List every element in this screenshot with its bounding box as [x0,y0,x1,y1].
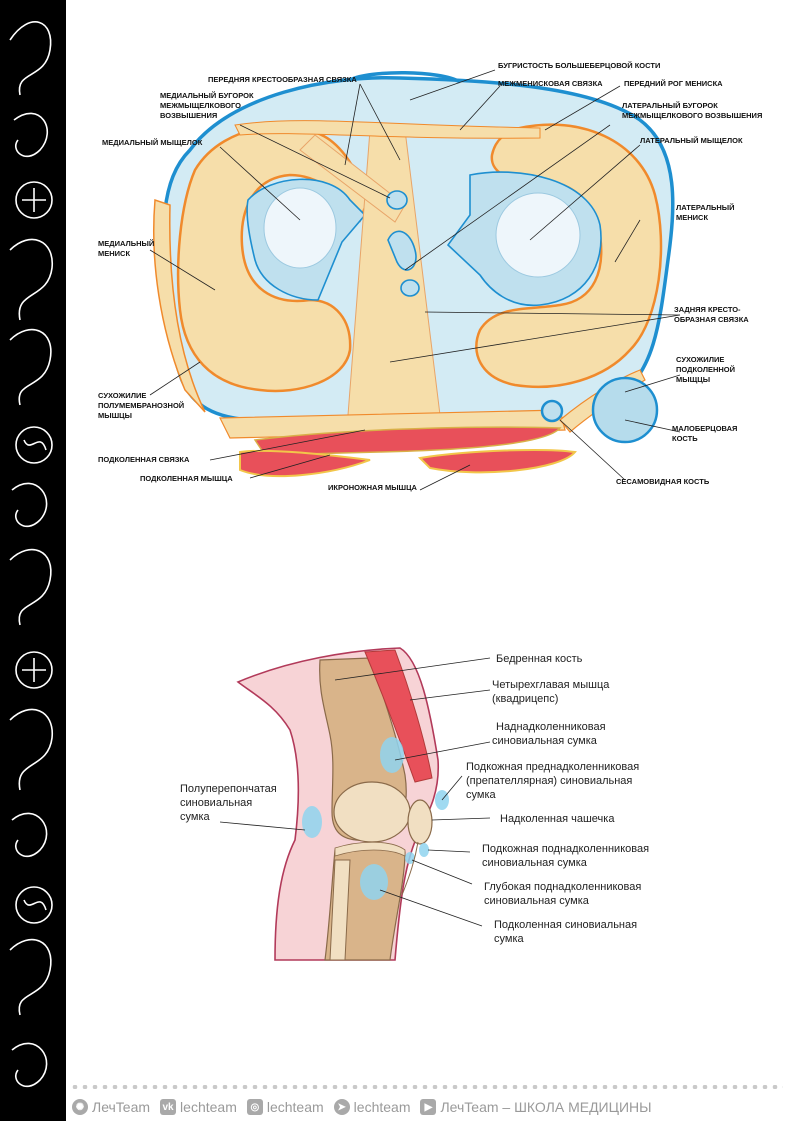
label-lateral-tubercle-2: МЕЖМЫЩЕЛКОВОГО ВОЗВЫШЕНИЯ [622,111,762,120]
label-deep-infrapatellar-1: Глубокая поднадколенниковая [484,881,641,893]
semimembranosus-tendon [153,198,206,413]
decorative-side-strip [0,0,66,1121]
popliteus-muscle-shape [253,426,562,456]
label-tibial-tuberosity: БУГРИСТОСТЬ БОЛЬШЕБЕРЦОВОЙ КОСТИ [498,61,660,70]
label-semimembranosus-3: МЫШЦЫ [98,411,132,420]
footer-link-label: ЛечTeam – ШКОЛА МЕДИЦИНЫ [440,1099,652,1115]
footer-link-vk[interactable]: vk lechteam [160,1099,237,1115]
footer-dotted-divider [70,1085,783,1089]
medial-condyle-cartilage [263,187,337,269]
label-deep-infrapatellar-2: синовиальная сумка [484,895,590,907]
label-popliteal-bursa-2: сумка [494,933,524,945]
label-suprapatellar-1: Наднадколенниковая [496,721,606,733]
quadriceps-muscle [364,649,433,783]
label-medial-tubercle-3: ВОЗВЫШЕНИЯ [160,111,217,120]
footer-link-telegram[interactable]: ➤ lechteam [333,1099,411,1115]
label-quadriceps-1: Четырехглавая мышца [492,679,610,691]
label-fibula-1: МАЛОБЕРЦОВАЯ [672,424,737,433]
femoral-condyle [333,781,411,843]
knee-bursae-diagram: Бедренная кость Четырехглавая мышца (ква… [180,647,649,961]
footer-links: ✺ ЛечTeam vk lechteam ◎ lechteam ➤ lecht… [66,1095,793,1119]
label-popliteal-bursa-1: Подколенная синовиальная [494,919,637,931]
fibula-bone [329,859,351,961]
footer-link-instagram[interactable]: ◎ lechteam [246,1099,324,1115]
label-semimembranosus-2: ПОЛУМЕМБРАНОЗНОЙ [98,401,184,410]
label-prepatellar-2: (препателлярная) синовиальная [466,775,632,787]
brain-icon: ✺ [72,1099,88,1115]
gastrocnemius-medial [239,449,371,478]
label-quadriceps-2: (квадрицепс) [492,693,558,705]
vk-icon: vk [160,1099,177,1115]
footer-link-lechteam[interactable]: ✺ ЛечTeam [72,1099,150,1115]
label-anterior-horn: ПЕРЕДНИЙ РОГ МЕНИСКА [624,79,723,88]
instagram-icon: ◎ [246,1099,263,1115]
label-medial-meniscus-1: МЕДИАЛЬНЫЙ [98,239,154,248]
label-subcut-infrapatellar-1: Подкожная поднадколенниковая [482,843,649,855]
fibula-head [591,376,659,444]
label-popliteus-muscle: ПОДКОЛЕННАЯ МЫШЦА [140,474,233,483]
label-lateral-meniscus-1: ЛАТЕРАЛЬНЫЙ [676,203,735,212]
label-medial-tubercle-2: МЕЖМЫЩЕЛКОВОГО [160,101,241,110]
sesamoid-bone [540,399,564,423]
anterior-horn-attachment [400,279,420,297]
semimembranosus-bursa [302,806,322,838]
label-medial-meniscus-2: МЕНИСК [98,249,130,258]
label-anterior-cruciate: ПЕРЕДНЯЯ КРЕСТООБРАЗНАЯ СВЯЗКА [208,75,357,84]
patellar-tendon [401,841,419,896]
label-prepatellar-3: сумка [466,789,496,801]
footer-link-label: lechteam [353,1099,411,1115]
footer-link-label: lechteam [180,1099,237,1115]
tibial-plateau-diagram: БУГРИСТОСТЬ БОЛЬШЕБЕРЦОВОЙ КОСТИ ПЕРЕДНЯ… [98,61,762,492]
label-medial-condyle: МЕДИАЛЬНЫЙ МЫЩЕЛОК [102,138,203,147]
doodle-group-3 [9,651,53,1087]
label-semimembranosus-bursa-3: сумка [180,811,210,823]
footer: ✺ ЛечTeam vk lechteam ◎ lechteam ➤ lecht… [66,1079,793,1121]
intercondylar-tubercle-medial [386,190,408,210]
patella-bone [407,799,433,845]
label-prepatellar-1: Подкожная преднадколенниковая [466,761,639,773]
organ-doodles-pattern [9,21,53,1087]
label-medial-tubercle-1: МЕДИАЛЬНЫЙ БУГОРОК [160,91,254,100]
telegram-icon: ➤ [333,1099,350,1115]
medial-meniscus [176,125,370,393]
label-subcut-infrapatellar-2: синовиальная сумка [482,857,588,869]
bottom-leader-lines [219,657,491,927]
label-popliteal-ligament: ПОДКОЛЕННАЯ СВЯЗКА [98,455,190,464]
label-patella: Надколенная чашечка [500,813,615,825]
label-posterior-cruciate-1: ЗАДНЯЯ КРЕСТО- [674,305,741,314]
label-fibula-2: КОСТЬ [672,434,698,443]
label-popliteus-tendon-2: ПОДКОЛЕННОЙ [676,365,735,374]
label-gastrocnemius: ИКРОНОЖНАЯ МЫШЦА [328,483,418,492]
label-popliteus-tendon-3: МЫЩЦЫ [676,375,710,384]
footer-link-label: ЛечTeam [92,1099,151,1115]
label-intermeniscal: МЕЖМЕНИСКОВАЯ СВЯЗКА [498,79,603,88]
label-lateral-tubercle-1: ЛАТЕРАЛЬНЫЙ БУГОРОК [622,101,718,110]
tibial-tuberosity [349,70,461,84]
subcutaneous-infrapatellar-bursa [419,843,429,857]
intermeniscal-ligament [234,120,541,139]
leader-lines [149,69,681,491]
label-semimembranosus-bursa-2: синовиальная [180,797,252,809]
footer-link-youtube[interactable]: ▶ ЛечTeam – ШКОЛА МЕДИЦИНЫ [420,1099,652,1115]
doodle-group-1 [9,21,53,321]
label-femur: Бедренная кость [496,653,583,665]
label-lateral-condyle: ЛАТЕРАЛЬНЫЙ МЫЩЕЛОК [640,136,743,145]
popliteal-bursa [360,864,388,900]
label-suprapatellar-2: синовиальная сумка [492,735,598,747]
youtube-icon: ▶ [420,1099,437,1115]
intercondylar-tubercle-lateral [387,230,417,271]
label-semimembranosus-bursa-1: Полуперепончатая [180,783,277,795]
suprapatellar-bursa [380,737,404,773]
lateral-condyle-cartilage [495,192,581,278]
footer-link-label: lechteam [266,1099,324,1115]
label-lateral-meniscus-2: МЕНИСК [676,213,708,222]
label-popliteus-tendon-1: СУХОЖИЛИЕ [676,355,724,364]
gastrocnemius-lateral [417,449,577,474]
label-sesamoid: СЕСАМОВИДНАЯ КОСТЬ [616,477,710,486]
deep-infrapatellar-bursa [405,852,415,864]
label-semimembranosus-1: СУХОЖИЛИЕ [98,391,146,400]
label-posterior-cruciate-2: ОБРАЗНАЯ СВЯЗКА [674,315,749,324]
doodle-group-2 [9,328,53,626]
tibia-plateau-cartilage [334,841,406,857]
